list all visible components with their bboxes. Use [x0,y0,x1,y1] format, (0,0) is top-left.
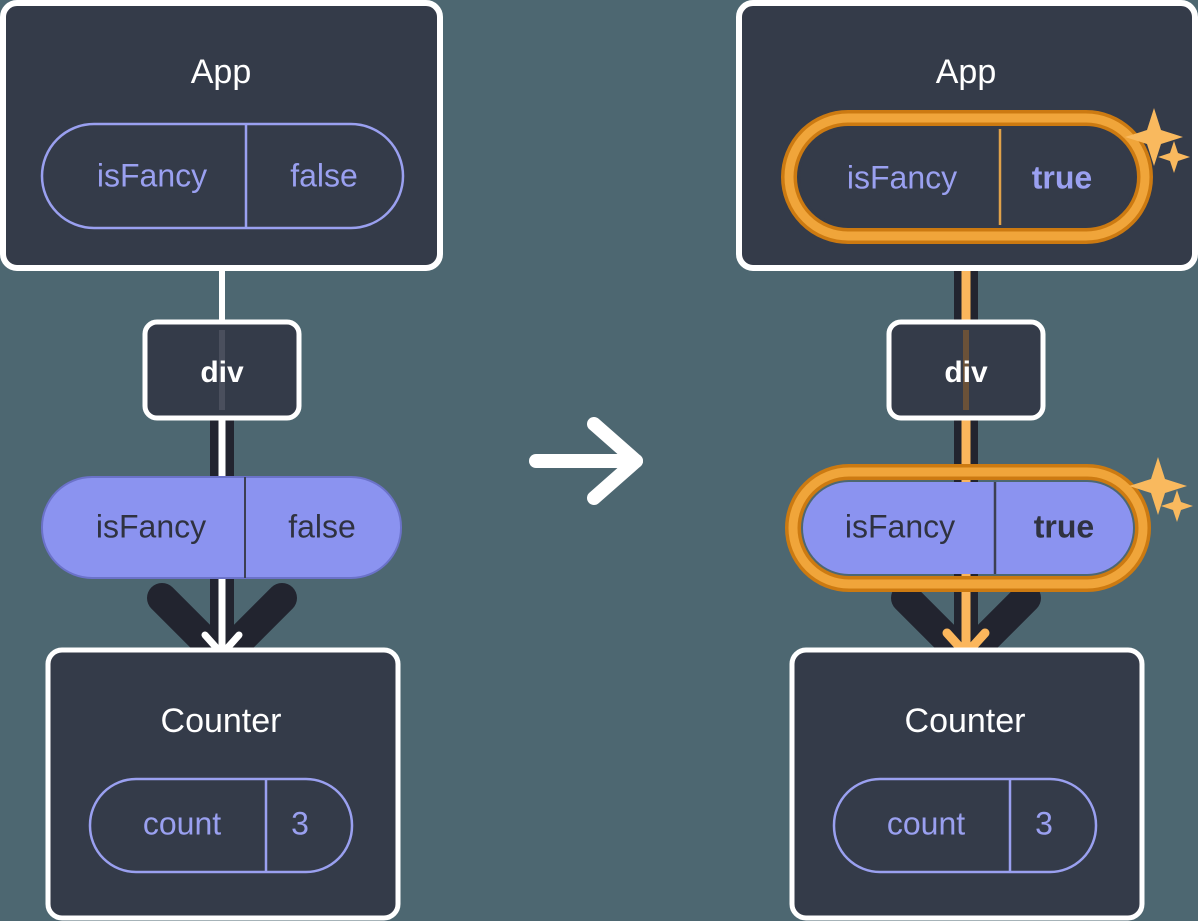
left-app-state-pill-outline [40,122,405,230]
left-prop-pill[interactable]: isFancy false [41,476,402,579]
left-prop-pill-body [41,476,402,579]
left-app-state-pill-key: isFancy [97,157,207,193]
sparkle-small-icon [1158,141,1190,173]
left-counter-box-frame [45,647,401,921]
right-app-title: App [936,53,997,91]
arrow-right-icon-head [587,417,643,505]
right-prop-pill-value: true [1034,508,1094,544]
right-prop-pill-body [803,482,1133,574]
right-app-box: App isFancy true [736,0,1198,271]
left-app-state-pill-value: false [290,157,358,193]
right-app-state-pill-key: isFancy [847,159,957,195]
left-counter-state-pill-value: 3 [291,805,309,841]
left-edge-prop-to-counter [147,568,297,673]
right-counter-state-pill-outline [832,777,1098,874]
left-counter-state-pill-outline [88,777,354,874]
left-counter-state-pill-key: count [143,805,221,841]
left-panel: App isFancy false div [0,0,443,921]
right-app-state-pill-fill [800,129,1134,225]
sparkles-icon-app [1125,108,1190,173]
right-counter-box: Counter count 3 [789,647,1145,921]
left-div-node: div [142,319,302,421]
right-div-node-label: div [944,356,988,389]
left-counter-state-pill[interactable]: count 3 [88,777,354,874]
right-app-state-pill-value: true [1032,159,1092,195]
right-app-state-pill-highlight-inner [784,113,1150,241]
left-counter-box: Counter count 3 [45,647,401,921]
left-app-state-pill[interactable]: isFancy false [40,122,405,230]
left-app-box: App isFancy false [0,0,443,271]
right-prop-pill-highlight-inner [788,467,1148,589]
right-prop-pill-key: isFancy [845,508,955,544]
sparkle-large-icon [1129,457,1187,515]
right-counter-title: Counter [905,702,1026,740]
left-app-title: App [191,53,252,91]
sparkles-icon-prop [1129,457,1193,522]
right-panel: App isFancy true [736,0,1198,921]
right-counter-state-pill[interactable]: count 3 [832,777,1098,874]
right-counter-state-pill-key: count [887,805,965,841]
left-prop-pill-key: isFancy [96,508,206,544]
right-prop-pill[interactable]: isFancy true [785,457,1193,592]
left-counter-title: Counter [161,702,282,740]
left-prop-pill-value: false [288,508,356,544]
transition-arrow-right-icon [529,417,643,505]
sparkle-large-icon [1125,108,1183,166]
right-counter-state-pill-value: 3 [1035,805,1053,841]
left-app-box-frame [0,0,443,271]
right-counter-box-frame [789,647,1145,921]
left-div-node-label: div [200,356,244,389]
right-app-state-pill[interactable]: isFancy true [781,110,1153,244]
sparkle-small-icon [1161,490,1193,522]
right-div-node: div [886,319,1046,421]
